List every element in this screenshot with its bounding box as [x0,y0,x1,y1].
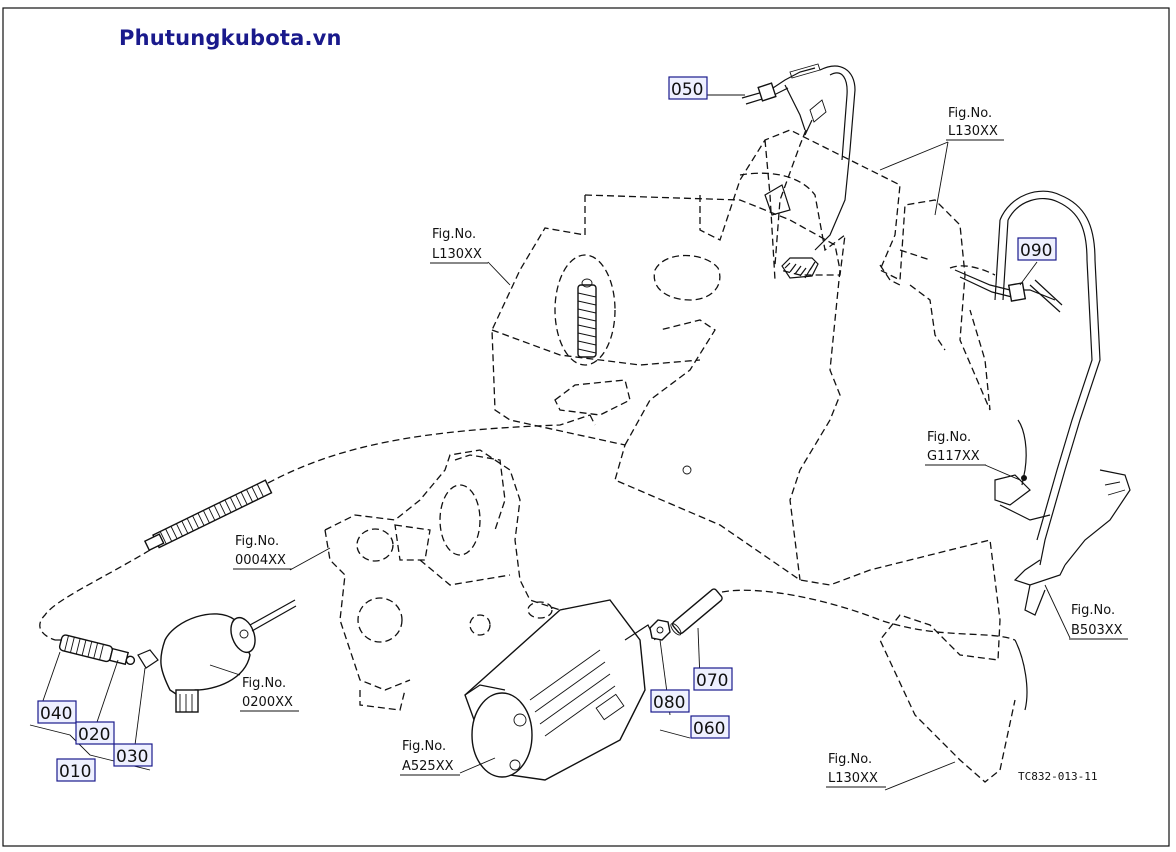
fig-ref-g117: Fig.No. G117XX [925,430,986,466]
svg-text:0004XX: 0004XX [235,553,286,568]
part-callout-060[interactable]: 060 [690,715,730,739]
svg-text:Fig.No.: Fig.No. [242,676,286,691]
svg-text:050: 050 [671,80,703,100]
svg-text:010: 010 [59,762,91,782]
drawing-frame [2,7,1170,847]
part-callout-070[interactable]: 070 [693,667,733,691]
part-callout-080[interactable]: 080 [650,689,690,713]
spring-upper [781,257,819,279]
upper-bracket [699,63,991,411]
svg-text:Fig.No.: Fig.No. [948,106,992,121]
svg-text:L130XX: L130XX [828,771,878,786]
svg-text:080: 080 [653,693,685,713]
part-callout-010[interactable]: 010 [56,758,96,782]
svg-text:Fig.No.: Fig.No. [927,430,971,445]
fig-ref-l130-mid: Fig.No. L130XX [430,227,488,264]
svg-text:Fig.No.: Fig.No. [432,227,476,242]
tube-070 [670,588,1028,711]
fig-ref-l130-top: Fig.No. L130XX [946,106,1004,141]
fig-ref-0004: Fig.No. 0004XX [233,534,292,570]
solenoid [160,599,297,713]
starter-motor [464,599,656,781]
svg-text:L130XX: L130XX [432,247,482,262]
svg-text:060: 060 [693,719,725,739]
svg-text:A525XX: A525XX [402,759,454,774]
site-watermark: Phutungkubota.vn [119,26,342,50]
svg-text:020: 020 [78,725,110,745]
part-callout-090[interactable]: 090 [1017,237,1057,261]
spring-vertical [577,278,597,358]
svg-text:Fig.No.: Fig.No. [235,534,279,549]
part-callout-040[interactable]: 040 [37,700,77,724]
drawing-code: TC832-013-11 [1018,770,1097,783]
svg-text:Fig.No.: Fig.No. [828,752,872,767]
svg-text:B503XX: B503XX [1071,623,1123,638]
svg-text:090: 090 [1020,241,1052,261]
right-handle [949,190,1131,616]
fig-ref-l130-bottom: Fig.No. L130XX [826,752,886,788]
svg-text:030: 030 [116,747,148,767]
svg-text:G117XX: G117XX [927,449,980,464]
part-callout-020[interactable]: 020 [75,721,115,745]
svg-text:Fig.No.: Fig.No. [1071,603,1115,618]
throttle-cable [39,414,591,641]
svg-text:L130XX: L130XX [948,124,998,139]
svg-text:Fig.No.: Fig.No. [402,739,446,754]
fig-ref-0200: Fig.No. 0200XX [240,676,299,712]
part-callout-050[interactable]: 050 [668,76,708,100]
fig-ref-b503: Fig.No. B503XX [1069,603,1128,640]
nut-080 [649,619,671,641]
dashed-panel [491,194,1016,783]
fig-ref-a525: Fig.No. A525XX [400,739,460,776]
svg-text:0200XX: 0200XX [242,695,293,710]
bracket-g117 [994,419,1051,521]
svg-text:070: 070 [696,671,728,691]
part-callout-030[interactable]: 030 [113,743,153,767]
lower-left-spring [55,634,159,669]
svg-text:040: 040 [40,704,72,724]
